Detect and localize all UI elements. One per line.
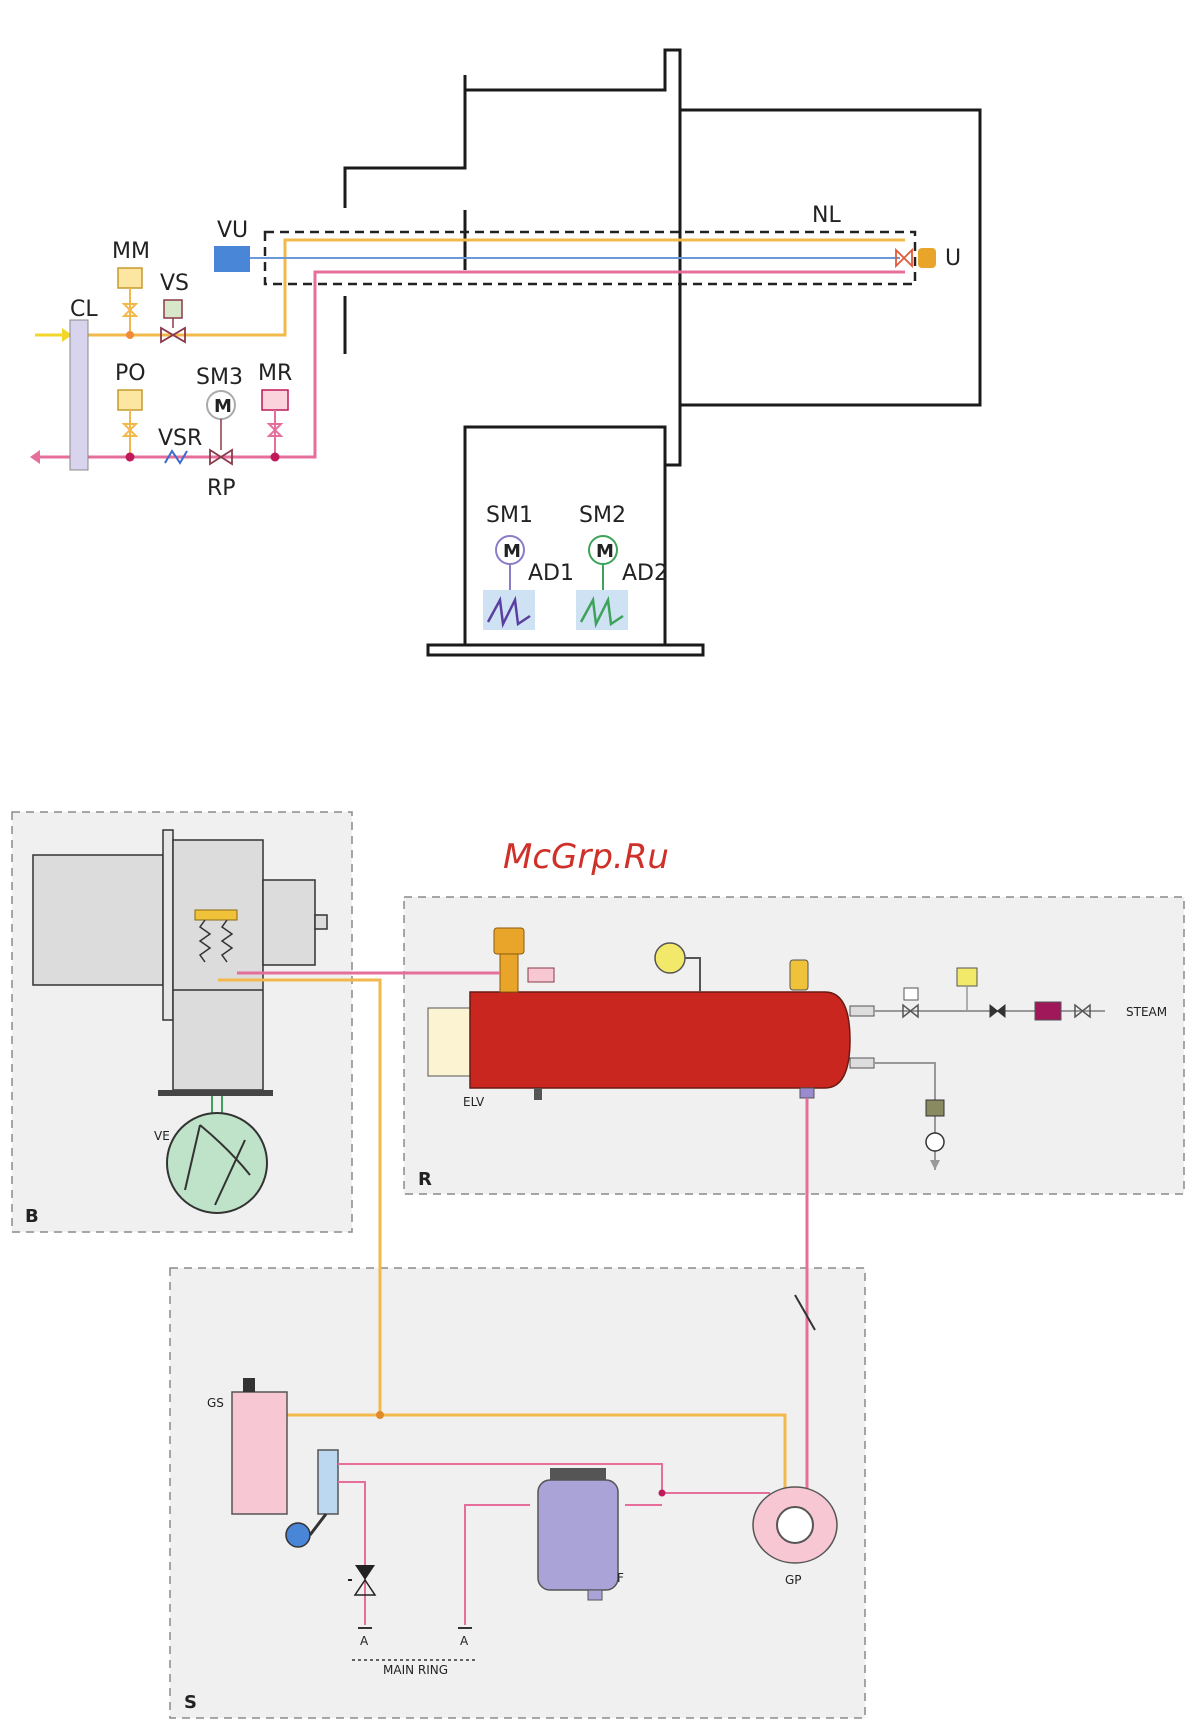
cl-manifold [70,320,88,470]
label-u: U [945,246,961,271]
label-main-ring: MAIN RING [383,1663,448,1677]
level-switch [318,1450,338,1514]
label-ve: VE [154,1129,170,1143]
boiler-bottom-drain [800,1088,814,1098]
label-ad2: AD2 [622,561,668,586]
label-gs: GS [207,1396,224,1410]
mr-gauge [262,390,288,410]
boiler-switch [528,968,554,982]
label-steam: STEAM [1126,1005,1167,1019]
level-float [286,1523,310,1547]
label-sm3: SM3 [196,365,243,390]
fan-ve [167,1113,267,1213]
filter-f [538,1480,618,1590]
boiler-foot [534,1088,542,1100]
label-zone-b: B [25,1206,39,1227]
steam-gauge [957,968,977,986]
boiler-door [428,1008,470,1076]
elv-actuator [494,928,524,954]
bottom-schematic: McGrp.Ru [12,812,1184,1718]
burner-flange [163,830,173,1020]
mm-gauge [118,268,142,288]
level-device [790,960,808,990]
po-gauge [118,390,142,410]
sm1-motor-letter: M [503,541,521,562]
label-zone-s: S [184,1692,197,1713]
steam-nozzle-bottom [850,1058,874,1068]
label-elv: ELV [463,1095,485,1109]
drain-valve [926,1133,944,1151]
label-vu: VU [217,218,248,243]
pressure-vessel [655,943,685,973]
filter-junction [659,1490,666,1497]
sm2-motor-letter: M [596,541,614,562]
drain-device [926,1100,944,1116]
base-plate [428,645,703,655]
vu-block [214,246,250,272]
label-port-a-left: A [360,1634,369,1648]
mr-junction [271,453,280,462]
burner-body [173,840,263,1090]
burner-head-upper [345,90,465,208]
steam-nozzle-top [850,1006,874,1016]
burner-rear [263,880,315,965]
label-gp: GP [785,1573,802,1587]
label-po: PO [115,361,146,386]
u-nozzle [918,248,936,268]
label-cl: CL [70,297,98,322]
label-nl: NL [812,203,841,228]
label-sm2: SM2 [579,503,626,528]
steam-valve-1-actuator [904,988,918,1000]
filter-drain [588,1590,602,1600]
oil-supply-line [88,240,905,335]
gear-pump-rotor [777,1507,813,1543]
top-schematic: M M M MM VS VU NL U CL PO SM3 MR VSR RP … [30,50,980,655]
label-f: F [617,1571,624,1585]
label-vs: VS [160,271,189,296]
supply-junction [376,1411,384,1419]
label-mm: MM [112,239,150,264]
label-vsr: VSR [158,426,202,451]
burner-oil-valve [195,910,237,920]
vs-solenoid [164,300,182,318]
label-ad1: AD1 [528,561,574,586]
vsr-check-valve [165,451,187,463]
po-junction [126,453,135,462]
elv-body [500,954,518,992]
gs-tank [232,1392,287,1514]
label-port-a-right: A [460,1634,469,1648]
sm3-motor-letter: M [214,396,232,417]
burner-blast-tube [33,855,163,985]
label-mr: MR [258,361,292,386]
watermark-text: McGrp.Ru [503,837,669,877]
mm-junction [126,331,134,339]
filter-lid [550,1468,606,1480]
burner-base [158,1090,273,1096]
gs-tank-cap [243,1378,255,1392]
label-rp: RP [207,476,236,501]
boiler-tank [470,992,850,1088]
burner-plug [315,915,327,929]
label-zone-r: R [418,1169,432,1190]
steam-trap [1035,1002,1061,1020]
outlet-arrow-head [30,450,40,464]
label-sm1: SM1 [486,503,533,528]
